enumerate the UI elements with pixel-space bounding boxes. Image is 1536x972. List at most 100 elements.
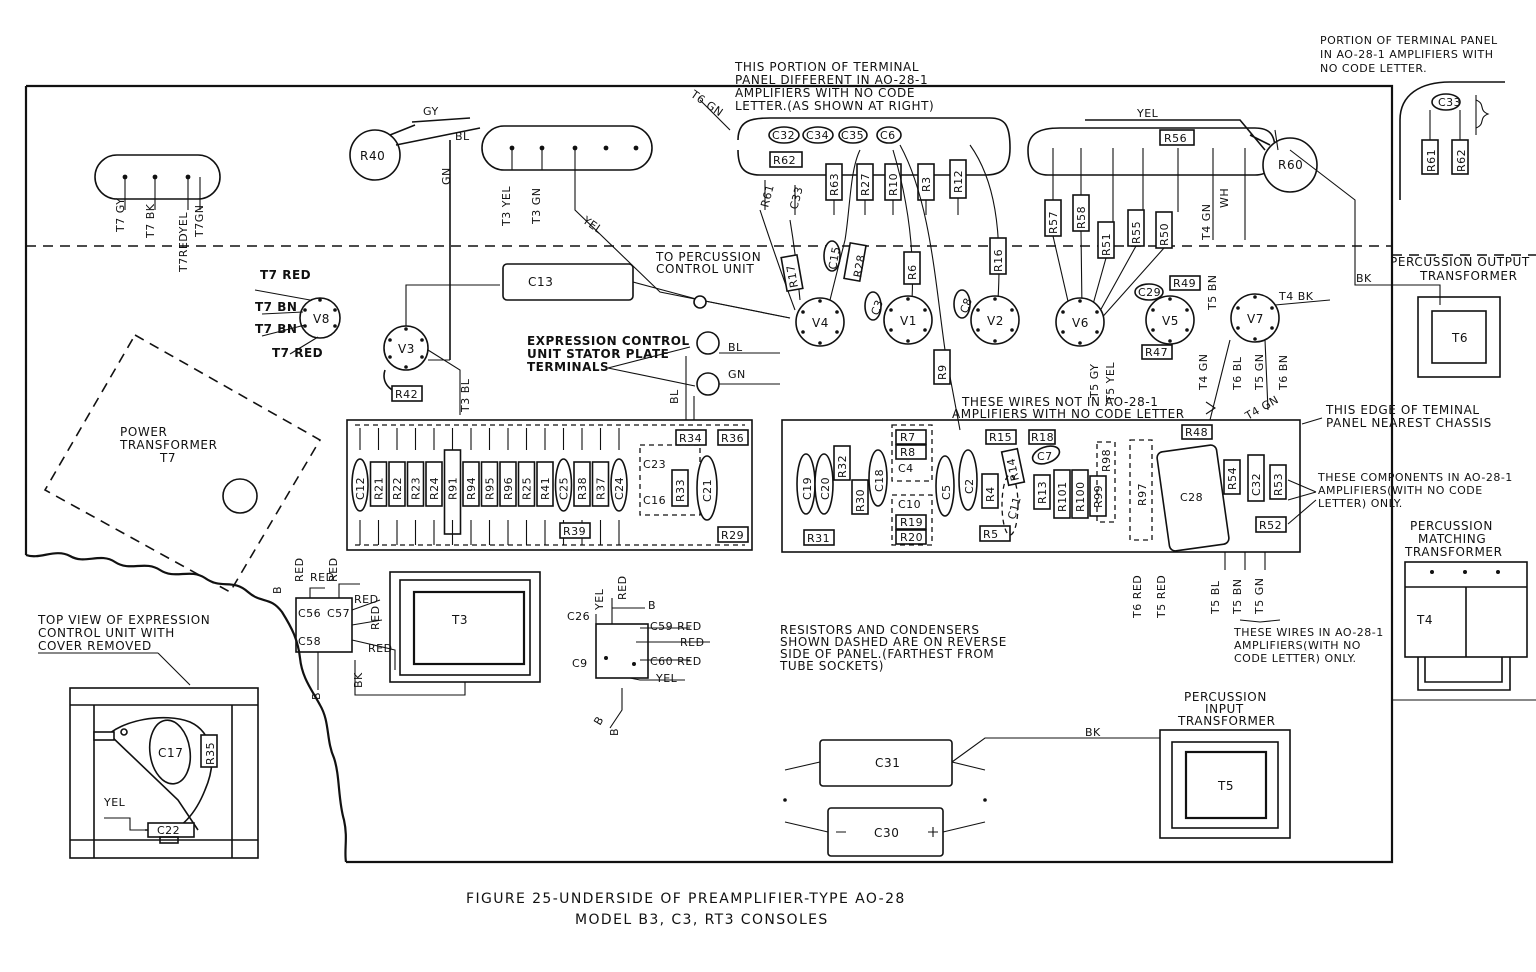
r9-box (933, 349, 951, 385)
c10-label: C10 (898, 498, 921, 511)
note-top-view-l1: TOP VIEW OF EXPRESSION (37, 613, 210, 627)
r39-label: R39 (563, 525, 586, 538)
wire-yel-5: YEL (103, 796, 126, 809)
r62-label: R62 (773, 154, 796, 167)
left-panel-part: R37 (591, 428, 610, 545)
v6-label: V6 (1072, 316, 1089, 330)
wire-red-5: RED (369, 605, 382, 630)
v2-socket (970, 295, 1020, 345)
left-panel-part-label: R96 (502, 477, 515, 500)
c3-label: C3 (869, 298, 887, 317)
r49-box (1169, 275, 1201, 291)
note-wires-in-l1: THESE WIRES IN AO-28-1 (1233, 626, 1384, 639)
r5-label: R5 (983, 528, 999, 541)
left-panel-part-label: R24 (428, 477, 441, 500)
v4-socket (795, 297, 845, 347)
wire-t7redyel: T7REDYEL (177, 212, 190, 273)
note-wires-not-l2: AMPLIFIERS WITH NO CODE LETTER (952, 407, 1185, 421)
c2-label: C2 (963, 478, 976, 494)
c16-label: C16 (643, 494, 666, 507)
left-panel-part: C24 (610, 428, 628, 545)
r99-label: R99 (1092, 485, 1105, 508)
wire-t7red-1: T7 RED (260, 268, 311, 282)
perc-ctrl-wire (699, 299, 791, 319)
c13-label: C13 (528, 275, 553, 289)
c21-label: C21 (701, 479, 714, 502)
wire-t3gn: T3 GN (530, 188, 543, 225)
note-portion-l1: PORTION OF TERMINAL PANEL (1320, 34, 1498, 47)
v3-socket (383, 284, 500, 415)
wire-red-1: RED (293, 557, 306, 582)
r55-label: R55 (1130, 221, 1143, 244)
v8-socket (254, 289, 341, 355)
note-to-perc-l1: TO PERCUSSION (655, 250, 761, 264)
r33-label: R33 (674, 479, 687, 502)
left-panel-part: R96 (499, 428, 517, 545)
component-panel-left (346, 419, 753, 551)
left-panel-part: R41 (536, 428, 554, 545)
edge-arrow (1301, 417, 1323, 425)
note-resist-l4: TUBE SOCKETS) (779, 659, 884, 673)
left-panel-part-label: R41 (539, 477, 552, 500)
r50-label: R50 (1158, 223, 1171, 246)
wire-yel-2: YEL (1136, 107, 1159, 120)
v1-socket (883, 295, 933, 345)
r8-label: R8 (900, 446, 916, 459)
left-panel-part-label: R23 (410, 477, 423, 500)
c13-capacitor (502, 263, 701, 301)
power-transformer (43, 333, 322, 594)
perc-ctrl-terminal (693, 295, 707, 309)
note-resist-l3: SIDE OF PANEL.(FARTHEST FROM (780, 647, 994, 661)
c26-c9-block (595, 598, 710, 729)
r97-label: R97 (1136, 483, 1149, 506)
v6-socket (1055, 297, 1105, 347)
note-expr-l2: UNIT STATOR PLATE (527, 347, 669, 361)
wire-yel-1: YEL (579, 213, 605, 237)
wire-b-3: B (648, 599, 656, 612)
wire-t5gy: T5 GY (1088, 364, 1101, 399)
wire-t7gy: T7 GY (114, 198, 127, 233)
r10-label: R10 (887, 173, 900, 196)
perc-in-l1: PERCUSSION (1184, 690, 1267, 704)
perc-match-l2: MATCHING (1418, 532, 1486, 546)
left-panel-part-label: R21 (373, 477, 386, 500)
wire-gy: GY (423, 105, 439, 118)
r7-label: R7 (900, 431, 916, 444)
r32-label: R32 (836, 455, 849, 478)
v7-socket (1209, 293, 1331, 421)
c35-label: C35 (841, 129, 864, 142)
note-edge-l2: PANEL NEAREST CHASSIS (1326, 416, 1492, 430)
left-panel-part-label: R38 (576, 477, 589, 500)
left-panel-boxes (559, 429, 749, 543)
wire-red-6: RED (368, 642, 393, 655)
perc-out-l2: TRANSFORMER (1419, 269, 1518, 283)
left-panel-part: R94 (462, 428, 480, 545)
power-l2: TRANSFORMER (119, 438, 218, 452)
wire-t6bn: T6 BN (1277, 355, 1290, 392)
r60-label: R60 (1278, 158, 1303, 172)
wire-gn-expr: GN (728, 368, 746, 381)
t3-transformer (354, 571, 541, 696)
c33-inset-label: C33 (1438, 96, 1461, 109)
r18-label: R18 (1031, 431, 1054, 444)
v5-label: V5 (1162, 314, 1179, 328)
t4-transformer (1404, 561, 1528, 691)
left-panel-part: R24 (425, 428, 443, 545)
terminal-strip-mid (449, 125, 791, 360)
c32-label: C32 (772, 129, 795, 142)
c29-label: C29 (1138, 286, 1161, 299)
r15-label: R15 (989, 431, 1012, 444)
r34-label: R34 (679, 432, 702, 445)
expr-terminals (607, 331, 780, 420)
terminal-panel-inset: C33 R61 R62 (1399, 81, 1505, 200)
r49-label: R49 (1173, 277, 1196, 290)
c17-label: C17 (158, 746, 183, 760)
c23-label: C23 (643, 458, 666, 471)
figure-caption-line2: MODEL B3, C3, RT3 CONSOLES (575, 912, 829, 928)
wire-t5bn-2: T5 BN (1231, 579, 1244, 616)
wire-bk-1: BK (1356, 272, 1372, 285)
right-panel-parts (796, 424, 1287, 552)
v4-label: V4 (812, 316, 829, 330)
wire-t6bl: T6 BL (1231, 356, 1244, 391)
